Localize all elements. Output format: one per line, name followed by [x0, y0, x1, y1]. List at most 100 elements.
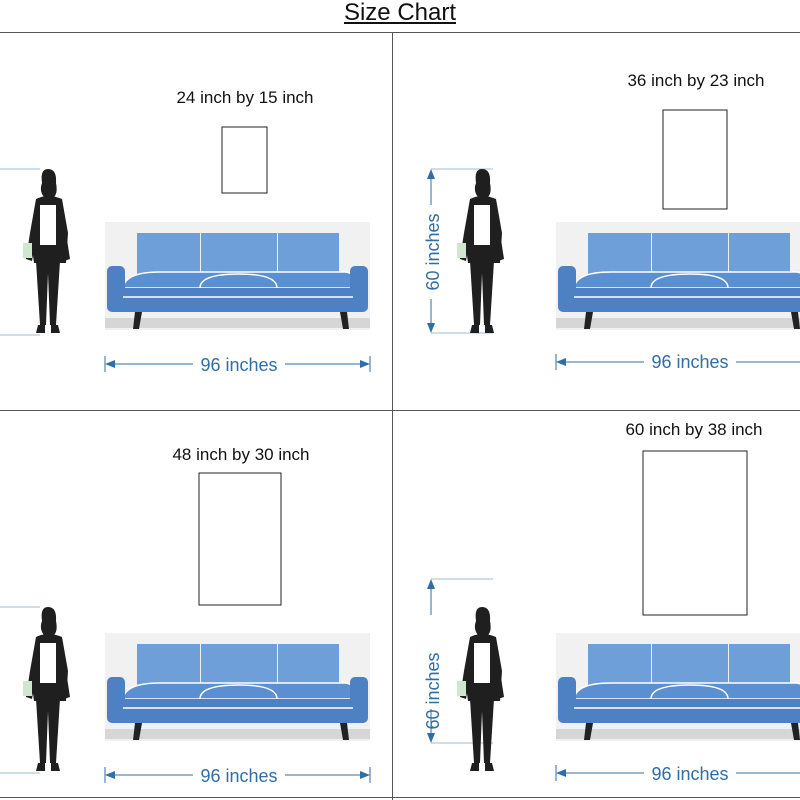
- dim-arrowhead: [427, 323, 435, 333]
- height-dimension: [427, 168, 493, 334]
- floor-strip: [105, 318, 370, 328]
- sofa-leg: [791, 312, 800, 329]
- back-cushion: [201, 644, 277, 686]
- artwork-size-label: 60 inch by 38 inch: [625, 420, 762, 439]
- person-silhouette: [23, 607, 70, 771]
- back-cushion: [588, 233, 651, 275]
- sofa: [556, 633, 800, 741]
- width-label: 96 inches: [200, 355, 277, 375]
- artwork-size-label: 24 inch by 15 inch: [176, 88, 313, 107]
- seat-seam: [199, 273, 278, 289]
- panel-36x23: 36 inch by 23 inch 60 inches 96 inches: [393, 33, 800, 410]
- width-dimension: [555, 354, 800, 370]
- back-cushion: [137, 644, 200, 686]
- seat-seam: [650, 684, 729, 700]
- page-title: Size Chart: [343, 0, 457, 26]
- floor-strip: [556, 318, 800, 328]
- dim-arrowhead: [427, 579, 435, 589]
- sofa: [105, 222, 370, 330]
- panel-48x30: 48 inch by 30 inch 96 inches: [0, 411, 392, 797]
- bottom-divider: [0, 797, 800, 798]
- sofa: [105, 633, 370, 741]
- width-label: 96 inches: [651, 352, 728, 372]
- dim-arrowhead: [427, 733, 435, 743]
- person-head: [474, 169, 491, 197]
- back-cushion: [137, 233, 200, 275]
- person-foot: [36, 763, 45, 771]
- panel-24x15: 24 inch by 15 inch 96 inches: [0, 33, 392, 410]
- scene-60x38: 60 inch by 38 inch 60 inches 96 inches: [423, 420, 800, 784]
- person-bag: [23, 681, 32, 696]
- person-silhouette: [23, 169, 70, 333]
- sofa-leg: [584, 312, 593, 329]
- width-label: 96 inches: [200, 766, 277, 786]
- person-legs: [36, 699, 60, 763]
- back-cushion: [729, 644, 790, 686]
- sofa-base: [119, 699, 356, 723]
- person-foot: [36, 325, 45, 333]
- sofa-leg: [340, 312, 349, 329]
- dim-arrowhead: [105, 771, 115, 779]
- artwork-size-label: 48 inch by 30 inch: [172, 445, 309, 464]
- artwork-frame: [662, 109, 728, 210]
- horizontal-divider: [0, 410, 800, 411]
- sofa-leg: [584, 723, 593, 740]
- person-foot: [51, 763, 60, 771]
- panel-60x38: 60 inch by 38 inch 60 inches 96 inches: [393, 411, 800, 797]
- back-cushion: [278, 233, 339, 275]
- scene-24x15: 24 inch by 15 inch 96 inches: [0, 88, 371, 375]
- sofa: [556, 222, 800, 330]
- seat-seam: [650, 273, 729, 289]
- person-legs: [470, 699, 494, 763]
- width-dimension: [104, 356, 371, 372]
- back-cushion: [652, 644, 728, 686]
- height-label: 60 inches: [423, 652, 443, 729]
- height-dimension: [427, 578, 493, 744]
- back-cushion: [588, 644, 651, 686]
- person-arm: [60, 233, 70, 261]
- person-arm: [494, 233, 504, 261]
- seat-seam: [199, 684, 278, 700]
- sofa-base: [119, 288, 356, 312]
- seat-cushions: [573, 271, 800, 289]
- person-shirt: [40, 643, 56, 683]
- person-head: [474, 607, 491, 635]
- person-silhouette: [457, 169, 504, 333]
- sofa-base: [570, 288, 800, 312]
- artwork-frame: [198, 472, 282, 606]
- dim-arrowhead: [360, 360, 370, 368]
- floor-strip: [105, 729, 370, 739]
- dim-arrowhead: [105, 360, 115, 368]
- artwork-size-label: 36 inch by 23 inch: [627, 71, 764, 90]
- back-cushion: [729, 233, 790, 275]
- artwork-frame: [642, 450, 748, 616]
- title-divider: [0, 32, 800, 33]
- height-label: 60 inches: [423, 213, 443, 290]
- person-arm: [494, 671, 504, 699]
- person-arm: [60, 671, 70, 699]
- person-bag: [457, 243, 466, 258]
- person-legs: [36, 261, 60, 325]
- person-silhouette: [457, 607, 504, 771]
- dim-arrowhead: [556, 769, 566, 777]
- back-cushion: [652, 233, 728, 275]
- person-shirt: [474, 205, 490, 245]
- person-legs: [470, 261, 494, 325]
- person-head: [40, 607, 57, 635]
- person-shirt: [40, 205, 56, 245]
- width-dimension: [104, 767, 371, 783]
- scene-36x23: 36 inch by 23 inch 60 inches 96 inches: [423, 71, 800, 372]
- dim-arrowhead: [360, 771, 370, 779]
- scene-48x30: 48 inch by 30 inch 96 inches: [0, 445, 371, 786]
- person-bag: [23, 243, 32, 258]
- person-head: [40, 169, 57, 197]
- back-cushion: [201, 233, 277, 275]
- floor-strip: [556, 729, 800, 739]
- width-dimension: [555, 765, 800, 781]
- dim-arrowhead: [556, 358, 566, 366]
- person-foot: [485, 325, 494, 333]
- person-foot: [470, 325, 479, 333]
- sofa-base: [570, 699, 800, 723]
- person-bag: [457, 681, 466, 696]
- artwork-frame: [221, 126, 268, 194]
